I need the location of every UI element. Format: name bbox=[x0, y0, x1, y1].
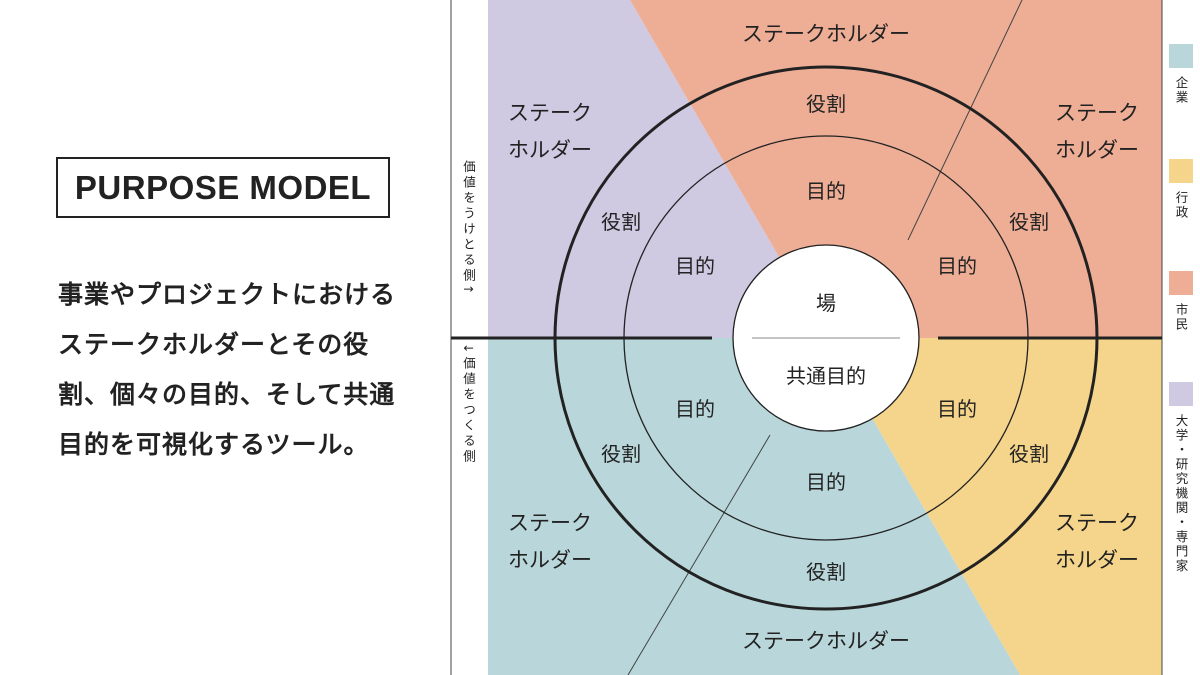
legend-university: 大学・研究機関・専門家 bbox=[1168, 382, 1194, 574]
legend-swatch-government bbox=[1169, 159, 1193, 183]
region-university bbox=[488, 0, 826, 338]
inner-ring bbox=[623, 135, 1029, 541]
role-label-top: 役割 bbox=[806, 92, 846, 116]
divider-bottom-left bbox=[627, 434, 771, 675]
stakeholder-label-lower-right-1: ステーク bbox=[1055, 511, 1139, 535]
purpose-label-upper-right: 目的 bbox=[937, 254, 977, 278]
stakeholder-label-upper-left-1: ステーク bbox=[508, 101, 592, 125]
legend-swatch-company bbox=[1169, 44, 1193, 68]
stakeholder-label-lower-right-2: ホルダー bbox=[1055, 548, 1139, 572]
purpose-label-lower-left: 目的 bbox=[675, 397, 715, 421]
description-text: 事業やプロジェクトにおけるステークホルダーとその役割、個々の目的、そして共通目的… bbox=[58, 280, 397, 459]
legend-swatch-university bbox=[1169, 382, 1193, 406]
role-label-bottom: 役割 bbox=[806, 560, 846, 584]
page-title: PURPOSE MODEL bbox=[56, 157, 390, 218]
stakeholder-label-upper-right-2: ホルダー bbox=[1055, 138, 1139, 162]
purpose-label-lower-right: 目的 bbox=[937, 397, 977, 421]
outer-ring bbox=[553, 65, 1099, 611]
receiving-side-label: 価値をうけとる側↑ bbox=[461, 160, 476, 298]
legend-label-university: 大学・研究機関・専門家 bbox=[1173, 414, 1189, 574]
region-company bbox=[488, 338, 1020, 675]
region-government bbox=[826, 338, 1162, 675]
legend-swatch-citizen bbox=[1169, 271, 1193, 295]
role-label-lower-left: 役割 bbox=[601, 442, 641, 466]
stakeholder-label-lower-left-2: ホルダー bbox=[508, 548, 592, 572]
role-label-upper-right: 役割 bbox=[1009, 210, 1049, 234]
stakeholder-label-upper-right-1: ステーク bbox=[1055, 101, 1139, 125]
divider-top-right bbox=[907, 0, 1023, 241]
legend-label-government: 行政 bbox=[1173, 191, 1189, 220]
creating-side-label: ↓価値をつくる側 bbox=[461, 343, 476, 465]
stakeholder-label-bottom: ステークホルダー bbox=[742, 629, 910, 653]
legend-citizen: 市民 bbox=[1168, 271, 1194, 332]
region-citizen bbox=[630, 0, 1162, 338]
legend-label-company: 企業 bbox=[1173, 76, 1189, 105]
center-top-label: 場 bbox=[816, 291, 836, 315]
legend-company: 企業 bbox=[1168, 44, 1194, 105]
legend-label-citizen: 市民 bbox=[1173, 303, 1189, 332]
stakeholder-label-upper-left-2: ホルダー bbox=[508, 138, 592, 162]
stakeholder-label-lower-left-1: ステーク bbox=[508, 511, 592, 535]
purpose-label-upper-left: 目的 bbox=[675, 254, 715, 278]
role-label-upper-left: 役割 bbox=[601, 210, 641, 234]
center-bottom-label: 共通目的 bbox=[786, 364, 866, 388]
legend-government: 行政 bbox=[1168, 159, 1194, 220]
purpose-label-bottom: 目的 bbox=[806, 470, 846, 494]
stakeholder-label-top: ステークホルダー bbox=[742, 22, 910, 46]
role-label-lower-right: 役割 bbox=[1009, 442, 1049, 466]
purpose-label-top: 目的 bbox=[806, 179, 846, 203]
